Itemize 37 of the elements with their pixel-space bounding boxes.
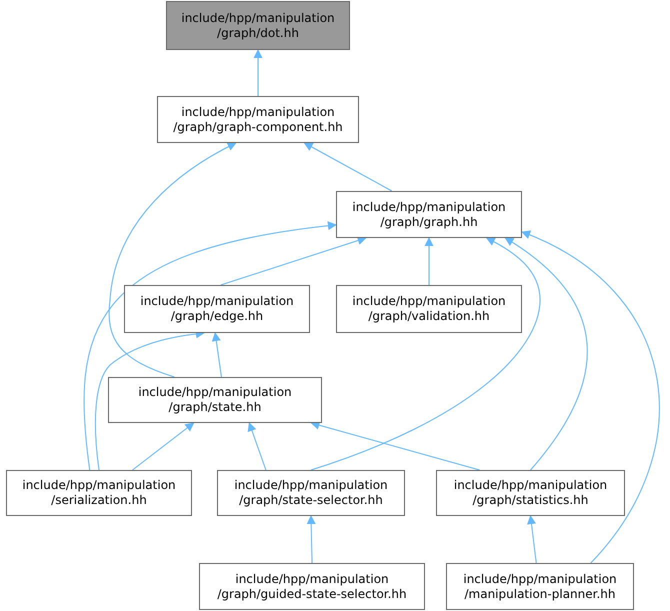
arrow	[310, 238, 540, 470]
arrow	[108, 142, 237, 378]
file-box	[108, 377, 322, 423]
file-box	[6, 470, 192, 516]
file-box	[336, 285, 522, 333]
file-box	[217, 470, 405, 516]
file-path: include/hpp/manipulation /graph/validation.hh	[351, 294, 507, 324]
file-path: include/hpp/manipulation /graph/statistics.hh	[452, 478, 608, 508]
file-path: include/hpp/manipulation /graph/edge.hh	[139, 294, 295, 324]
arrow	[212, 332, 222, 378]
file-path: include/hpp/manipulation /graph/state.hh	[137, 385, 293, 415]
file-path: include/hpp/manipulation /serialization.hh	[21, 478, 177, 508]
arrow	[248, 422, 266, 470]
arrow	[306, 515, 316, 564]
file-box	[446, 563, 634, 610]
file-path: include/hpp/manipulation /graph/graph-component.hh	[172, 104, 344, 134]
file-path: include/hpp/manipulation /graph/dot.hh	[180, 10, 336, 40]
file-box	[166, 1, 350, 50]
arrow	[527, 515, 537, 564]
arrow	[304, 142, 392, 192]
arrow	[521, 231, 660, 564]
file-path: include/hpp/manipulation /graph/graph.hh	[351, 200, 507, 230]
file-box	[336, 191, 522, 238]
file-box	[436, 470, 625, 516]
arrow	[132, 422, 194, 470]
arrow	[220, 236, 367, 286]
arrow	[310, 420, 480, 470]
file-path: include/hpp/manipulation /graph/state-selector.hh	[233, 478, 389, 508]
arrow	[424, 237, 434, 286]
arrow	[254, 49, 262, 96]
arrow	[84, 221, 337, 470]
file-box	[157, 96, 359, 143]
arrow	[504, 238, 588, 470]
file-path: include/hpp/manipulation /manipulation-planner.hh	[462, 572, 618, 602]
file-box	[199, 563, 425, 610]
file-path: include/hpp/manipulation /graph/guided-state-selector.hh	[216, 572, 408, 602]
file-box	[124, 285, 310, 333]
